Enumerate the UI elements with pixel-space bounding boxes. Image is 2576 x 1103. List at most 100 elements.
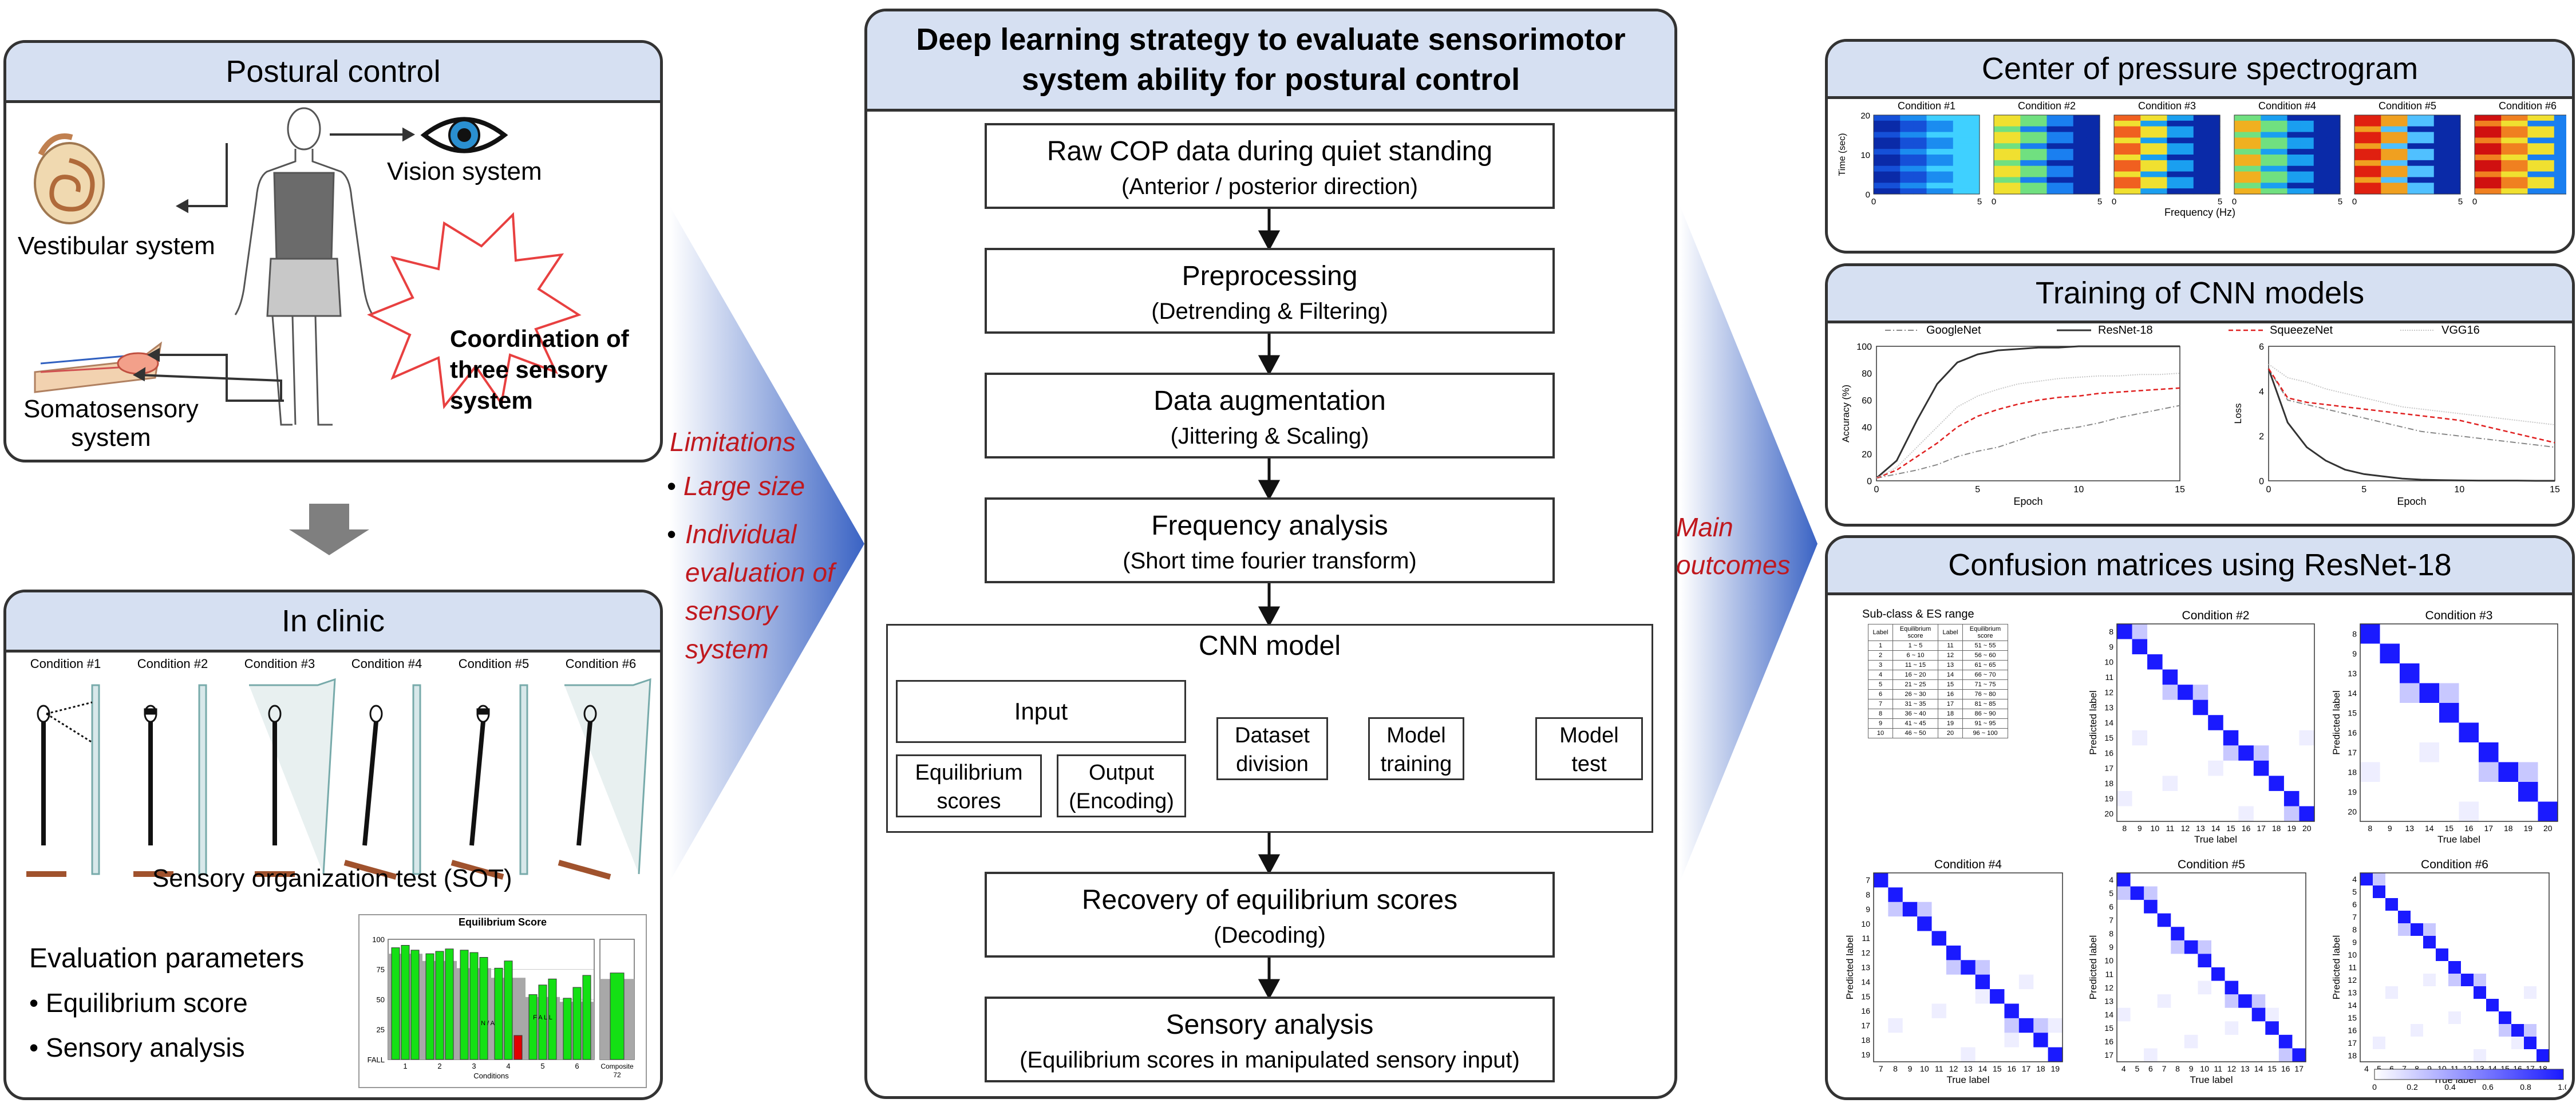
x-tick-label: 15 (2550, 485, 2560, 495)
matrix-cell (2198, 994, 2212, 1009)
table-cell: 11 ~ 15 (1893, 660, 1938, 670)
matrix-cell (2479, 801, 2499, 822)
table-cell: 46 ~ 50 (1893, 728, 1938, 738)
heatmap-cell (2086, 177, 2100, 183)
heatmap-cell (2154, 126, 2168, 133)
heatmap-cell (1874, 126, 1887, 133)
x-tick-label: 8 (2122, 824, 2127, 833)
matrix-cell (2130, 900, 2144, 914)
matrix-cell (2192, 639, 2208, 655)
matrix-cell (2004, 1033, 2020, 1048)
matrix-cell (2524, 873, 2537, 886)
matrix-cell (2479, 624, 2499, 644)
matrix-cell (2299, 745, 2315, 761)
matrix-cell (2360, 722, 2380, 743)
y-tick-label: 15 (2104, 1023, 2113, 1033)
matrix-cell (2033, 945, 2049, 960)
matrix-cell (2157, 913, 2171, 927)
heatmap-cell (2086, 137, 2100, 144)
matrix-cell (2400, 643, 2420, 664)
heatmap-cell (2326, 188, 2341, 195)
matrix-cell (2132, 806, 2148, 822)
heatmap-cell (2368, 165, 2381, 172)
heatmap-cell (2086, 188, 2100, 195)
heatmap-cell (2554, 143, 2566, 149)
heatmap-cell (2234, 160, 2248, 167)
matrix-cell (2117, 806, 2133, 822)
heatmap-cell (2368, 137, 2381, 144)
matrix-cell (2499, 999, 2512, 1012)
matrix-cell (1975, 945, 1990, 960)
heatmap-cell (1887, 171, 1901, 178)
deep-learning-title-2: system ability for postural control (1021, 62, 1520, 97)
matrix-cell (2360, 1049, 2373, 1062)
matrix-cell (2373, 1049, 2386, 1062)
heatmap-cell (2300, 171, 2314, 178)
heatmap-cell (2020, 132, 2034, 139)
matrix-cell (2360, 923, 2373, 936)
heatmap-cell (2007, 149, 2021, 155)
heatmap-cell (2247, 160, 2261, 167)
matrix-cell (2439, 801, 2459, 822)
heatmap-cell (2501, 188, 2515, 195)
matrix-cell (2238, 776, 2254, 792)
matrix-cell (1931, 974, 1947, 990)
matrix-cell (1888, 1018, 1903, 1033)
matrix-cell (2147, 624, 2163, 640)
matrix-cell (2498, 703, 2519, 723)
table-cell: 41 ~ 45 (1893, 718, 1938, 729)
heatmap-cell (2368, 120, 2381, 127)
matrix-cell (2130, 913, 2144, 927)
heatmap-cell (2433, 160, 2448, 167)
x-tick-label: 15 (2444, 824, 2453, 833)
heatmap-cell (2193, 165, 2207, 172)
matrix-cell (2537, 986, 2550, 999)
heatmap-cell (1939, 155, 1954, 161)
vestibular-label: Vestibular system (18, 232, 215, 260)
heatmap-cell (2180, 120, 2194, 127)
heatmap-cell (2447, 155, 2461, 161)
x-tick-label: 9 (1908, 1064, 1913, 1073)
heatmap-cell (1966, 188, 1980, 195)
matrix-cell (2398, 986, 2411, 999)
heatmap-cell (2261, 132, 2274, 139)
matrix-cell (2385, 911, 2399, 924)
heatmap-cell (2488, 171, 2502, 178)
matrix-cell (2499, 1011, 2512, 1025)
matrix-cell (1990, 902, 2005, 917)
matrix-cell (2398, 974, 2411, 987)
heatmap-cell (2020, 137, 2034, 144)
cnn-model-title: CNN model (1198, 631, 1341, 661)
heatmap-cell (2127, 115, 2141, 121)
matrix-cell (2299, 624, 2315, 640)
matrix-cell (2439, 663, 2459, 683)
matrix-cell (2292, 994, 2306, 1009)
heatmap-cell (1994, 143, 2008, 149)
matrix-cell (1946, 902, 1961, 917)
training-line2: training (1380, 752, 1452, 776)
heatmap-cell (2514, 183, 2528, 189)
matrix-cell (1990, 960, 2005, 975)
heatmap-cell (2527, 126, 2542, 133)
matrix-cell (1990, 1047, 2005, 1062)
matrix-cell (1902, 974, 1918, 990)
heatmap-cell (2234, 137, 2248, 144)
heatmap-cell (2073, 149, 2087, 155)
matrix-cell (2459, 762, 2479, 782)
heatmap-cell (2140, 137, 2154, 144)
x-tick-label: 15 (1993, 1064, 2002, 1073)
matrix-cell (2283, 806, 2300, 822)
matrix-cell (2004, 989, 2020, 1004)
evaluation-item-text: Sensory analysis (45, 1033, 245, 1062)
matrix-cell (2423, 961, 2436, 974)
y-tick-label: 0 (1866, 190, 1870, 200)
heatmap-cell (2114, 188, 2128, 195)
sot-condition-label: Condition #3 (244, 657, 315, 671)
matrix-cell (2157, 981, 2171, 995)
heatmap-cell (2154, 143, 2168, 149)
y-tick-label: 14 (2104, 718, 2113, 728)
heatmap-cell (1939, 160, 1954, 167)
heatmap-cell (2514, 126, 2528, 133)
x-axis-label: Epoch (2397, 496, 2426, 507)
heatmap-cell (2488, 143, 2502, 149)
